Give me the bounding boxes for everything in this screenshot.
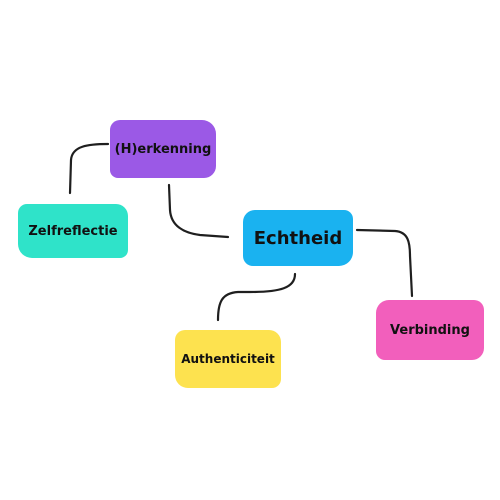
connector-herkenning-echtheid: [167, 183, 230, 239]
node-verbinding: Verbinding: [376, 300, 484, 360]
connector-echtheid-authenticiteit: [216, 272, 297, 322]
node-herkenning: (H)erkenning: [110, 120, 216, 178]
node-echtheid: Echtheid: [243, 210, 353, 266]
node-zelfreflectie: Zelfreflectie: [18, 204, 128, 258]
connector-herkenning-zelfreflectie: [68, 142, 110, 195]
connector-echtheid-verbinding: [355, 228, 414, 298]
node-authenticiteit: Authenticiteit: [175, 330, 281, 388]
